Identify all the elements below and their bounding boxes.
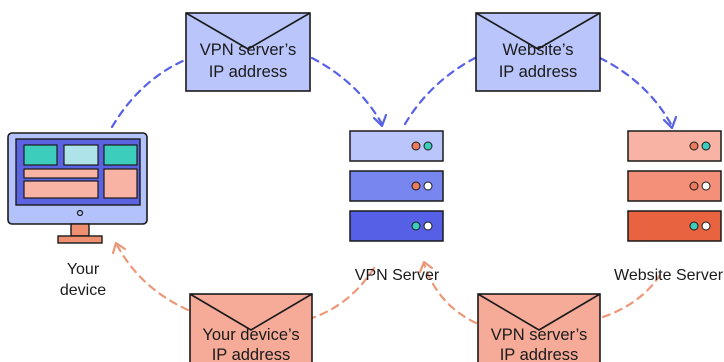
vpn-server-icon [349, 130, 444, 242]
website-server-icon [627, 130, 722, 242]
arrowhead-vpn-server-in [372, 113, 388, 128]
arrowhead-vpn-server-return-in [418, 260, 434, 274]
vpn-server-label: VPN Server [355, 267, 440, 284]
device-label-line-1: Your [67, 261, 100, 278]
arrowheads [111, 113, 678, 274]
envelope-vpn-ip-top: VPN server’s IP address [185, 12, 311, 92]
envelope-line-1: VPN server’s [200, 41, 297, 59]
arrow-device-to-envelope [110, 58, 187, 129]
envelope-website-ip: Website’s IP address [475, 12, 601, 92]
envelope-line-1: Website’s [503, 41, 574, 59]
computer-monitor-icon [7, 132, 148, 244]
arrowhead-device-in [111, 241, 127, 255]
envelope-line-2: IP address [499, 63, 578, 81]
website-server-unit-3 [627, 210, 722, 242]
website-server-label: Website Server [614, 267, 724, 284]
arrow-envelope-to-vpn-server [422, 262, 478, 325]
envelope-line-2: IP address [212, 346, 291, 362]
envelope-device-ip: Your device’s IP address [189, 293, 313, 362]
arrowhead-website-server-in [662, 115, 678, 130]
vpn-server-unit-3 [349, 210, 444, 242]
arrow-envelope-to-device [115, 243, 190, 312]
vpn-server-unit-1 [349, 130, 444, 162]
arrow-website-server-to-envelope [598, 273, 662, 320]
vpn-server-unit-2 [349, 170, 444, 202]
envelope-line-2: IP address [209, 63, 288, 81]
envelope-line-2: IP address [500, 346, 579, 362]
arrow-envelope-to-vpn-server [310, 56, 384, 126]
website-server-unit-2 [627, 170, 722, 202]
arrows [110, 56, 674, 325]
arrow-vpn-server-to-device-envelope [310, 266, 376, 320]
envelope-line-1: Your device’s [202, 326, 299, 344]
device-label-line-2: device [60, 282, 106, 299]
arrow-envelope-to-website-server [598, 56, 674, 128]
envelope-line-1: VPN server’s [491, 326, 588, 344]
website-server-unit-1 [627, 130, 722, 162]
arrow-vpn-server-to-envelope [403, 56, 477, 126]
envelope-vpn-ip-bottom: VPN server’s IP address [477, 293, 601, 362]
